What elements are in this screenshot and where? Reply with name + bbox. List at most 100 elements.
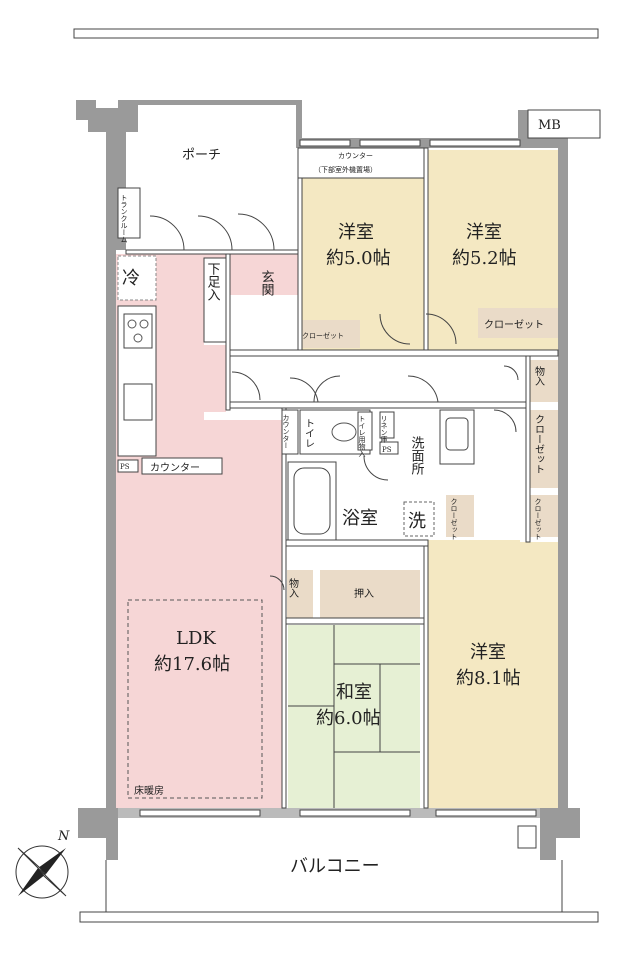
western1-size: 約5.0帖 [326, 248, 391, 269]
window-n1 [299, 139, 351, 147]
oshiire-floor [320, 570, 420, 618]
burner-3 [133, 333, 143, 343]
storage-hall-label: 物入 [533, 365, 545, 386]
door-swings [149, 213, 519, 591]
toilet-storage [357, 411, 373, 451]
wall-se [540, 808, 580, 860]
bath-label: 浴室 [342, 508, 378, 529]
toilet-counter-label: カウンター [282, 414, 290, 449]
western3-size: 約8.1帖 [456, 668, 521, 689]
window-n2 [359, 139, 421, 147]
wall-entry-left [225, 253, 231, 411]
wall-east [558, 148, 568, 808]
window-n3 [429, 139, 521, 147]
wall-hall-bottom [229, 401, 531, 409]
ldk-size: 約17.6帖 [154, 654, 230, 675]
balcony-outlet [517, 825, 537, 849]
trunk-room-label: トランクルーム [120, 194, 128, 243]
burner-1 [127, 319, 137, 329]
mb-label: MB [538, 118, 561, 133]
ps-bath-label: PS [382, 446, 392, 454]
western3-name: 洋室 [470, 642, 506, 663]
western1-name: 洋室 [338, 222, 374, 243]
shoe-box [203, 257, 227, 343]
wall-bath-bottom [285, 539, 429, 547]
wall-w1-left [297, 147, 303, 355]
wall-w3-left [423, 539, 429, 809]
wall-ldk-top [125, 249, 299, 255]
bathtub-inner [293, 467, 331, 535]
window-s1 [139, 809, 261, 817]
closet-v3-floor [446, 495, 474, 537]
counter-label: カウンター [150, 462, 200, 474]
counter-top-sub-label: （下部室外機置場） [314, 165, 377, 174]
closet1-label: クローゼット [302, 331, 344, 340]
western2-name: 洋室 [466, 222, 502, 243]
wall-porch-right [296, 100, 302, 138]
toilet-counter [281, 409, 299, 455]
trunk-room-box [117, 187, 141, 239]
storage-jp-label: 物入 [287, 577, 299, 598]
cooktop [123, 313, 153, 349]
counter-top-box [297, 147, 425, 179]
wall-w1-w2 [423, 147, 429, 355]
japanese-name: 和室 [336, 682, 372, 703]
closet-v2-label: クローゼット [534, 498, 542, 540]
japanese-size: 約6.0帖 [316, 708, 381, 729]
closet1-floor [298, 320, 360, 348]
western2-size: 約5.2帖 [452, 248, 517, 269]
window-s3 [435, 809, 537, 817]
counter-box [141, 457, 223, 475]
porch-label: ポーチ [182, 148, 221, 163]
shoe-box-label: 下足入 [205, 262, 221, 301]
wall-ldk-right [281, 407, 287, 809]
floor-heating-label: 床暖房 [134, 784, 164, 797]
wall-hall-top [229, 349, 559, 357]
fridge-label: 冷 [122, 268, 140, 289]
burner-2 [139, 319, 149, 329]
kitchen-sink [123, 383, 153, 421]
top-boundary-bar [73, 28, 599, 39]
storage-jp-floor [287, 570, 313, 618]
storage-hall-floor [530, 360, 558, 402]
washroom-label: 洗面所 [409, 436, 425, 475]
wall-jp-top [285, 617, 425, 625]
washer-label: 洗 [408, 511, 426, 532]
wall-west [76, 100, 138, 808]
ps-box-bath [379, 441, 399, 455]
entrance-label: 玄関 [259, 270, 275, 297]
closet-v1-floor [530, 410, 558, 488]
counter-top-label: カウンター [338, 151, 373, 160]
fridge-space [117, 255, 157, 301]
toilet-bowl [331, 422, 357, 442]
closet2-label: クローゼット [484, 319, 544, 331]
ldk-floor [116, 254, 298, 808]
ps-box-kitchen [117, 459, 139, 473]
wall-east-closets [525, 355, 531, 543]
washbasin-bowl [445, 417, 469, 451]
balcony-rail [79, 911, 599, 923]
washer-space [403, 501, 435, 537]
toilet-storage-label: トイレ用物入 [358, 415, 366, 457]
closet2-floor [478, 308, 558, 338]
closet-v1-label: クローゼット [533, 414, 545, 474]
linen-label: リネン庫 [380, 415, 388, 444]
closet-v2-floor [530, 495, 558, 537]
ps-kitchen-label: PS [120, 463, 130, 471]
oshiire-label: 押入 [354, 587, 374, 600]
ldk-name: LDK [176, 628, 216, 649]
wall-porch-top [138, 100, 300, 105]
window-s2 [299, 809, 411, 817]
linen-storage [379, 411, 395, 439]
compass-icon [15, 845, 69, 899]
western3-floor [428, 540, 558, 808]
closet-v3-label: クローゼット [450, 498, 458, 540]
floor-heating-area [127, 599, 263, 799]
balcony-label: バルコニー [290, 856, 380, 877]
north-label: N [57, 829, 70, 844]
toilet-label: トイレ [303, 418, 315, 448]
tatami-lines [288, 625, 420, 808]
japanese-floor [288, 625, 420, 808]
mb-box [527, 109, 601, 139]
